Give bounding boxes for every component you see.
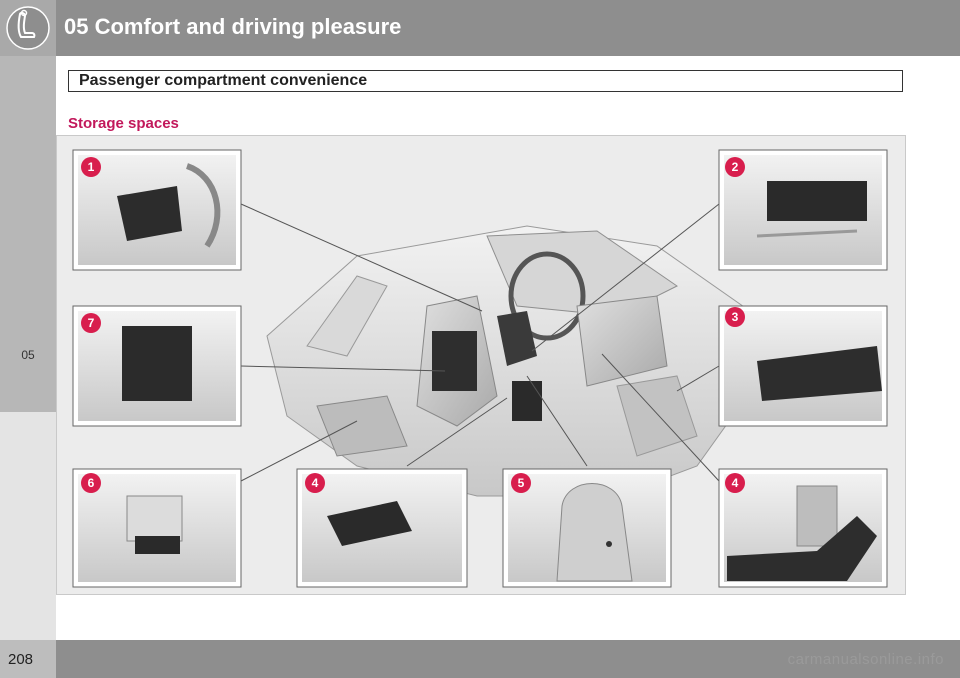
leader-lines [240, 203, 720, 482]
chapter-icon-box [0, 0, 56, 56]
watermark: carmanualsonline.info [787, 651, 944, 668]
inset-panel-3 [718, 305, 888, 427]
subsection-title: Storage spaces [68, 115, 179, 132]
inset-panel-4b [718, 468, 888, 588]
inset-panel-7 [72, 305, 242, 427]
page-number: 208 [8, 651, 34, 668]
car-interior [266, 225, 758, 497]
section-heading-box: Passenger compartment convenience [68, 70, 903, 92]
callout-3: 3 [732, 310, 739, 324]
inset-panel-2 [718, 149, 888, 271]
page-footer: 208 carmanualsonline.info [0, 640, 960, 678]
chapter-header: 05 Comfort and driving pleasure [0, 0, 960, 56]
callout-6: 6 [88, 476, 95, 490]
chapter-tab [0, 56, 56, 412]
inset-panel-6 [72, 468, 242, 588]
callout-badges: 1 2 7 3 6 4 5 4 [81, 157, 745, 493]
callout-4b: 4 [732, 476, 739, 490]
inset-panel-4a [296, 468, 468, 588]
inset-panel-5 [502, 468, 672, 588]
seat-icon [6, 6, 50, 50]
inset-panel-1 [72, 149, 242, 271]
callout-2: 2 [732, 160, 739, 174]
chapter-title: 05 Comfort and driving pleasure [64, 14, 402, 39]
callout-7: 7 [88, 316, 95, 330]
callout-4a: 4 [312, 476, 319, 490]
section-title: Passenger compartment convenience [79, 72, 368, 89]
callout-1: 1 [88, 160, 95, 174]
callout-5: 5 [518, 476, 525, 490]
page-number-box: 208 [0, 640, 56, 678]
chapter-number: 05 [21, 348, 35, 362]
illustration-svg: 1 2 7 3 6 4 5 4 [72, 149, 888, 588]
storage-spaces-illustration: 1 2 7 3 6 4 5 4 [56, 135, 906, 595]
chapter-tab-lower [0, 412, 56, 640]
